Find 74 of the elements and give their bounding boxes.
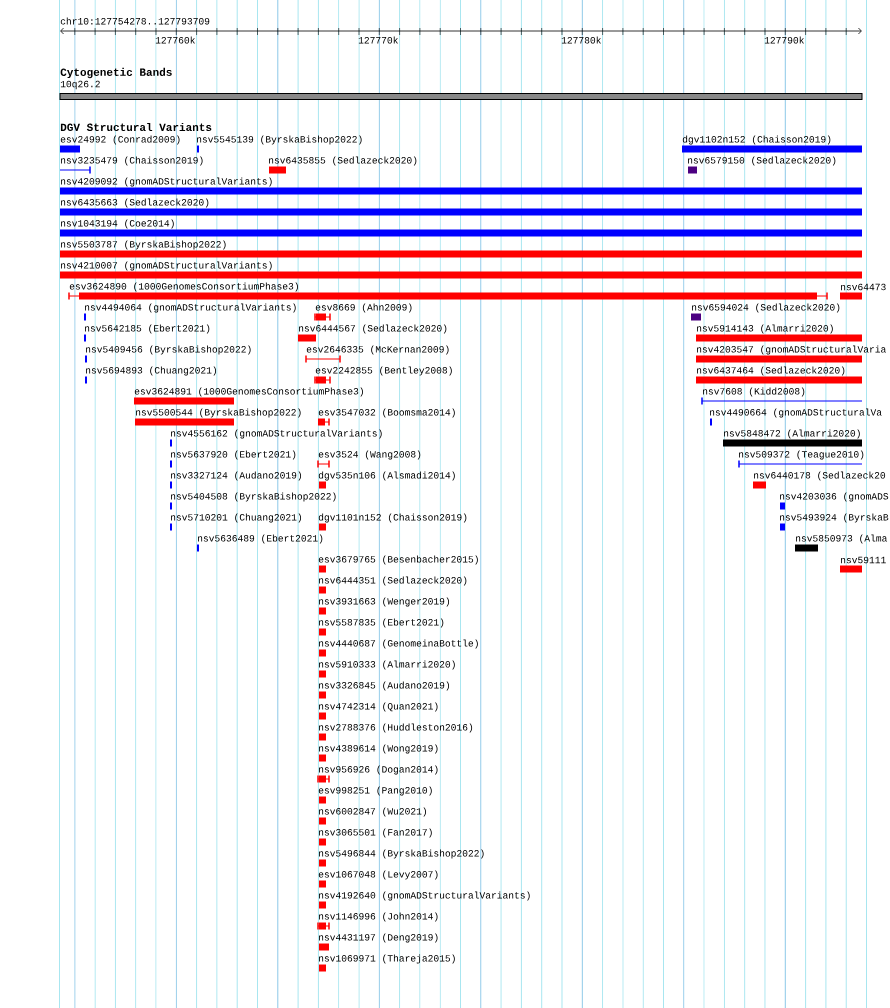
variant-label: esv998251 (Pang2010) <box>318 786 432 796</box>
position-label: chr10:127754278..127793709 <box>60 17 210 25</box>
variant-label: nsv5409456 (ByrskaBishop2022) <box>86 345 251 355</box>
track-title: Cytogenetic Bands <box>60 67 172 79</box>
variant-label: nsv3235479 (Chaisson2019) <box>61 156 203 166</box>
variant-label: nsv5710201 (Chuang2021) <box>171 513 302 523</box>
variant-label: nsv5910333 (Almarri2020) <box>319 660 455 670</box>
variant-label: nsv4192640 (gnomADStructuralVariants) <box>319 891 530 901</box>
variant-label: nsv4203036 (gnomADS <box>780 492 889 502</box>
variant-label: nsv2788376 (Huddleston2016) <box>319 723 473 733</box>
variant-label: nsv4209092 (gnomADStructuralVariants) <box>61 177 272 187</box>
variant-label: nsv5850973 (Alma <box>796 534 888 544</box>
variant-label: esv1067048 (Levy2007) <box>318 870 438 880</box>
variant-label: nsv6444567 (Sedlazeck2020) <box>299 324 447 334</box>
variant-label: nsv3326845 (Audano2019) <box>319 681 450 691</box>
variant-label: nsv5545139 (ByrskaBishop2022) <box>197 135 362 145</box>
tick-label: 127760k <box>155 36 195 44</box>
variant-label: nsv5587835 (Ebert2021) <box>319 618 444 628</box>
variant-label: nsv4210007 (gnomADStructuralVariants) <box>61 261 272 271</box>
variant-label: nsv3327124 (Audano2019) <box>171 471 302 481</box>
variant-label: nsv4203547 (gnomADStructuralVaria <box>697 345 886 355</box>
tick-label: 127780k <box>561 36 601 44</box>
variant-label: nsv6579150 (Sedlazeck2020) <box>688 156 836 166</box>
variant-label: esv3679765 (Besenbacher2015) <box>318 555 478 565</box>
variant-label: esv2242855 (Bentley2008) <box>315 366 452 376</box>
variant-label: dgv1101n152 (Chaisson2019) <box>318 513 467 523</box>
variant-label: nsv4556162 (gnomADStructuralVariants) <box>171 429 382 439</box>
track-title: DGV Structural Variants <box>60 122 212 132</box>
variant-label: nsv6440178 (Sedlazeck20 <box>754 471 886 481</box>
variant-label: nsv6435663 (Sedlazeck2020) <box>61 198 209 208</box>
variant-label: nsv5694893 (Chuang2021) <box>86 366 217 376</box>
variant-label: nsv4440687 (GenomeinaBottle) <box>319 639 478 649</box>
variant-label: nsv7608 (Kidd2008) <box>703 387 805 397</box>
variant-label: nsv5637920 (Ebert2021) <box>171 450 296 460</box>
variant-label: esv3524 (Wang2008) <box>318 450 421 460</box>
variant-label: nsv3065501 (Fan2017) <box>319 828 432 838</box>
variant-label: nsv6435855 (Sedlazeck2020) <box>269 156 417 166</box>
variant-label: nsv6002847 (Wu2021) <box>319 807 426 817</box>
band-label: 10q26.2 <box>60 80 100 90</box>
variant-label: nsv509372 (Teague2010) <box>739 450 864 460</box>
variant-label: esv3624890 (1000GenomesConsortiumPhase3) <box>69 282 298 292</box>
variant-label: nsv4742314 (Quan2021) <box>319 702 438 712</box>
variant-label: nsv5496844 (ByrskaBishop2022) <box>319 849 484 859</box>
variant-label: nsv5848472 (Almarri2020) <box>724 429 860 439</box>
variant-label: nsv6594024 (Sedlazeck2020) <box>692 303 840 313</box>
variant-label: nsv5636489 (Ebert2021) <box>198 534 323 544</box>
variant-label: nsv5503787 (ByrskaBishop2022) <box>61 240 226 250</box>
variant-label: esv8669 (Ahn2009) <box>315 303 412 313</box>
variant-label: nsv5493924 (ByrskaB <box>780 513 889 523</box>
variant-label: nsv5642185 (Ebert2021) <box>85 324 210 334</box>
variant-label: esv3624891 (1000GenomesConsortiumPhase3) <box>134 387 363 397</box>
variant-label: esv24992 (Conrad2009) <box>60 135 180 145</box>
variant-label: nsv3931663 (Wenger2019) <box>319 597 450 607</box>
variant-label: dgv535n106 (Alsmadi2014) <box>318 471 455 481</box>
variant-label: nsv1069971 (Thareja2015) <box>319 954 455 964</box>
variant-label: nsv64473 <box>841 283 886 291</box>
tick-label: 127770k <box>358 36 398 44</box>
variant-label: nsv1146996 (John2014) <box>319 912 438 922</box>
variant-label: nsv5500544 (ByrskaBishop2022) <box>136 408 301 418</box>
variant-label: nsv5404508 (ByrskaBishop2022) <box>171 492 336 502</box>
variant-label: nsv59111 <box>841 556 886 564</box>
variant-label: nsv4490664 (gnomADStructuralVa <box>710 408 882 418</box>
variant-label: nsv4431197 (Deng2019) <box>319 933 438 943</box>
variant-label: nsv1043194 (Coe2014) <box>61 219 174 229</box>
variant-label: nsv4494064 (gnomADStructuralVariants) <box>85 303 296 313</box>
variant-label: dgv1102n152 (Chaisson2019) <box>682 135 831 145</box>
variant-label: nsv6444351 (Sedlazeck2020) <box>319 576 467 586</box>
variant-label: nsv4389614 (Wong2019) <box>319 744 438 754</box>
variant-label: esv3547032 (Boomsma2014) <box>318 408 455 418</box>
variant-label: esv2646335 (McKernan2009) <box>306 345 449 355</box>
tick-label: 127790k <box>764 36 804 44</box>
variant-label: nsv5914143 (Almarri2020) <box>697 324 833 334</box>
variant-label: nsv956926 (Dogan2014) <box>319 765 438 775</box>
variant-label: nsv6437464 (Sedlazeck2020) <box>697 366 845 376</box>
